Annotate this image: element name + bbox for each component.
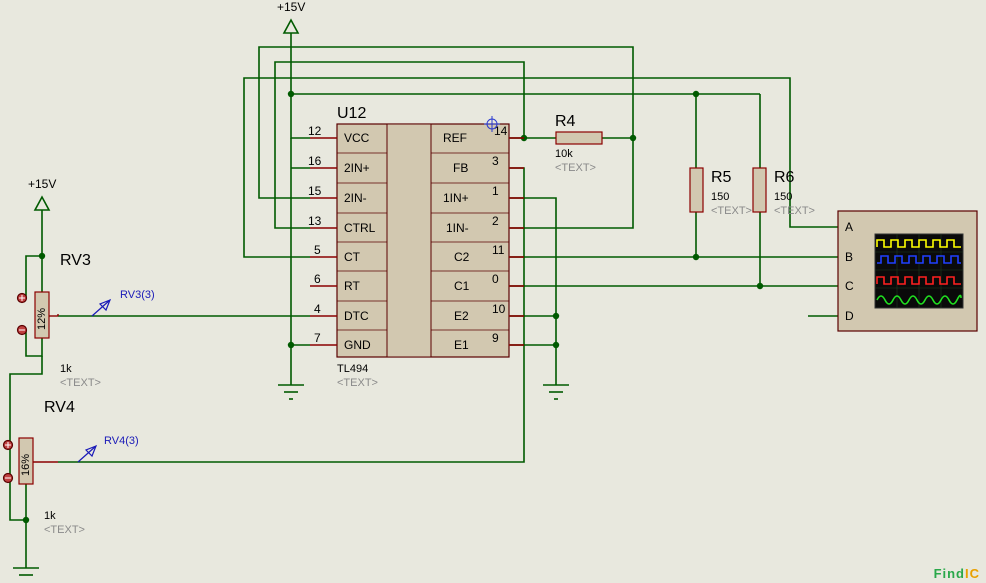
r4-value: 10k <box>555 148 573 160</box>
r5-ref: R5 <box>711 169 732 186</box>
pin-name: C1 <box>454 279 470 293</box>
scope-channel-c: C <box>845 279 854 293</box>
supply-top: +15V <box>277 0 305 34</box>
rv4-ref: RV4 <box>44 399 75 416</box>
pin-num: 15 <box>308 184 322 198</box>
wires <box>9 33 838 568</box>
pin-num: 16 <box>308 154 322 168</box>
scope-channel-a: A <box>845 220 853 234</box>
probe-rv3[interactable]: RV3(3) <box>91 289 155 317</box>
scope-channel-b: B <box>845 250 853 264</box>
r5-text: <TEXT> <box>711 205 752 217</box>
pin-num: 13 <box>308 214 322 228</box>
resistor-r5[interactable]: R5 150 <TEXT> <box>689 167 752 217</box>
probe-rv4-label: RV4(3) <box>104 435 139 447</box>
pin-num: 1 <box>492 184 499 198</box>
r6-value: 150 <box>774 191 792 203</box>
probe-rv3-label: RV3(3) <box>120 289 155 301</box>
r6-ref: R6 <box>774 169 795 186</box>
pin-name: RT <box>344 279 360 293</box>
pin-num: 2 <box>492 214 499 228</box>
trace-c <box>876 276 961 285</box>
pin-name: E2 <box>454 309 469 323</box>
rv3-text: <TEXT> <box>60 377 101 389</box>
pin-name: 2IN- <box>344 191 367 205</box>
rv3-decrease-icon[interactable] <box>16 324 28 336</box>
r4-ref: R4 <box>555 113 576 130</box>
rv3-wiper-percent: 12% <box>36 308 48 330</box>
chip-part: TL494 <box>337 363 368 375</box>
pin-num: 10 <box>492 302 506 316</box>
scope-screen <box>874 233 964 309</box>
r5-value: 150 <box>711 191 729 203</box>
pin-name: 1IN+ <box>443 191 469 205</box>
pin-name: FB <box>453 161 468 175</box>
probe-rv4[interactable]: RV4(3) <box>77 435 139 463</box>
trace-a <box>876 239 961 248</box>
pin-num: 0 <box>492 272 499 286</box>
r6-text: <TEXT> <box>774 205 815 217</box>
rv4-wiper-percent: 16% <box>20 454 32 476</box>
scope-channel-d: D <box>845 309 854 323</box>
pin-name: E1 <box>454 338 469 352</box>
ground-pots <box>13 567 39 576</box>
tl494-chip[interactable]: U12 TL494 <TEXT> 12 VCC 16 2IN+ 15 2IN- … <box>308 105 524 389</box>
rv3-value: 1k <box>60 363 72 375</box>
rv4-increase-icon[interactable] <box>2 439 14 451</box>
pin-name: VCC <box>344 131 370 145</box>
pin-name: GND <box>344 338 371 352</box>
chip-text: <TEXT> <box>337 377 378 389</box>
pin-num: 5 <box>314 243 321 257</box>
supply-left: +15V <box>28 177 56 211</box>
r4-text: <TEXT> <box>555 162 596 174</box>
rv3-increase-icon[interactable] <box>16 292 28 304</box>
potentiometer-rv4[interactable]: 16% RV4 1k <TEXT> <box>2 399 85 536</box>
junction-dots <box>22 90 764 524</box>
pin-name: 1IN- <box>446 221 469 235</box>
pin-num: 14 <box>494 124 508 138</box>
rv4-text: <TEXT> <box>44 524 85 536</box>
pin-name: 2IN+ <box>344 161 370 175</box>
pin-num: 4 <box>314 302 321 316</box>
supply-left-label: +15V <box>28 177 56 191</box>
pin-name: REF <box>443 131 467 145</box>
pin-num: 9 <box>492 331 499 345</box>
ground-e <box>543 384 569 400</box>
oscilloscope[interactable]: A B C D <box>837 210 978 332</box>
crosshair-icon <box>484 116 500 132</box>
rv4-decrease-icon[interactable] <box>2 472 14 484</box>
pin-name: CTRL <box>344 221 376 235</box>
pin-name: CT <box>344 250 361 264</box>
pin-num: 6 <box>314 272 321 286</box>
supply-top-label: +15V <box>277 0 305 14</box>
pin-name: C2 <box>454 250 470 264</box>
resistor-r6[interactable]: R6 150 <TEXT> <box>752 167 815 217</box>
trace-d <box>876 294 962 305</box>
chip-ref: U12 <box>337 105 366 122</box>
pin-name: DTC <box>344 309 369 323</box>
ground-chip <box>278 384 304 400</box>
potentiometer-rv3[interactable]: 12% RV3 1k <TEXT> <box>16 252 101 389</box>
watermark-logo: FindIC <box>933 566 980 581</box>
resistor-r4[interactable]: R4 10k <TEXT> <box>555 113 603 174</box>
trace-b <box>877 255 961 264</box>
pin-num: 11 <box>492 243 505 257</box>
rv4-value: 1k <box>44 510 56 522</box>
pin-num: 7 <box>314 331 321 345</box>
pin-num: 3 <box>492 154 499 168</box>
rv3-ref: RV3 <box>60 252 91 269</box>
pin-num: 12 <box>308 124 322 138</box>
